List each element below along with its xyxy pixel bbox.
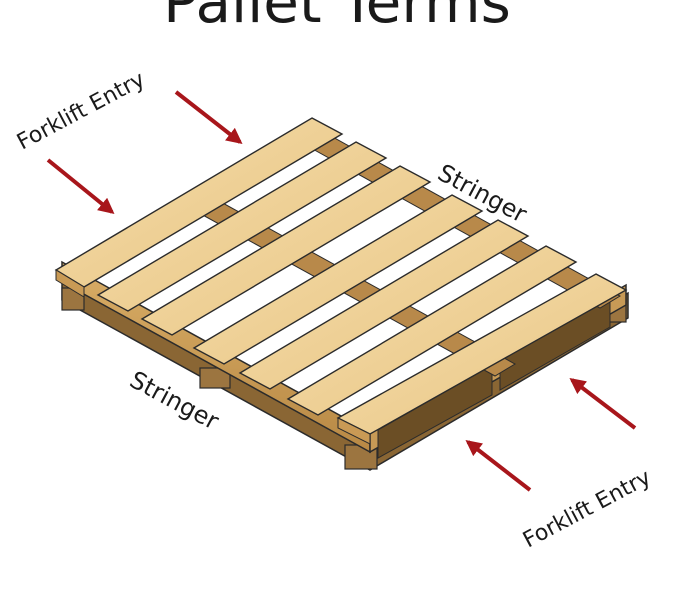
deck-board [96,141,388,312]
deck-board [238,219,530,390]
label-forklift-entry-bottom: Forklift Entry [519,465,655,553]
deck-board-edge [337,417,371,445]
deck-board [140,165,432,336]
stringer-foot [199,367,231,389]
page-title: Pallet Terms [163,0,511,36]
forklift-entry-arrow [569,378,637,430]
deck-board [286,245,578,416]
deck-board [192,194,484,365]
forklift-entry-arrow [174,90,243,144]
deck-board-edge [55,269,85,298]
pallet [54,117,629,471]
label-forklift-entry-top: Forklift Entry [13,67,149,155]
forklift-entry-arrow [465,440,532,492]
forklift-entry-arrow [46,158,115,215]
